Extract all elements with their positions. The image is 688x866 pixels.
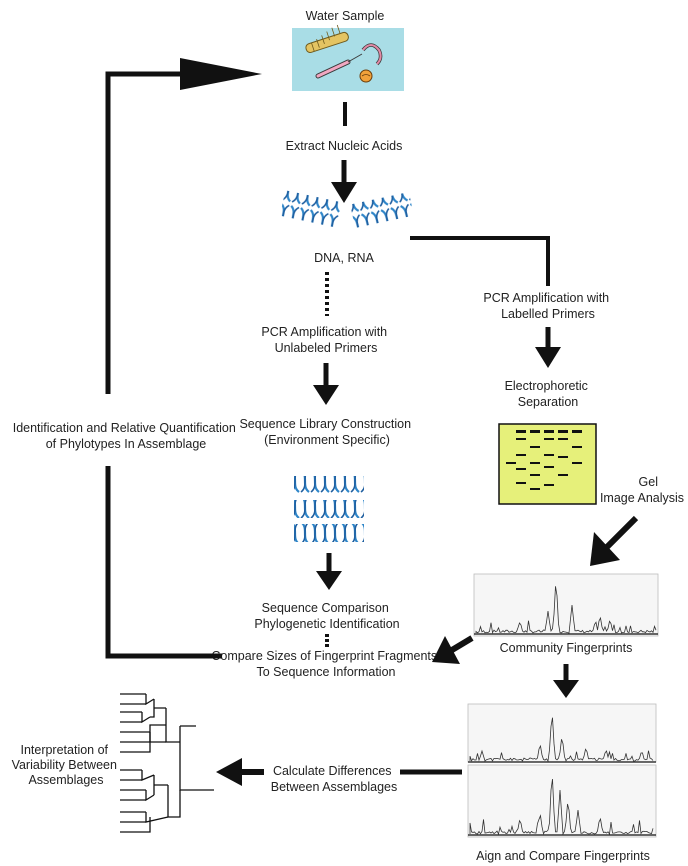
sequence-library-icon [294,476,364,542]
arrow-to-sequence-comparison [316,553,342,590]
arrow-to-electrophoretic [535,327,561,368]
water-sample-icon [292,24,404,91]
feedback-loop-arrow [105,58,262,659]
extract-nucleic-acids-label: Extract Nucleic Acids [286,139,403,153]
dna-helix-icon [279,190,414,228]
sequence-library-label: Sequence Library Construction (Environme… [239,417,414,447]
branch-line-labelled [410,236,550,286]
arrow-to-dendrogram [216,758,264,786]
arrow-gel-to-fingerprint [590,515,639,566]
arrow-to-align [553,664,579,698]
sequence-comparison-label: Sequence Comparison Phylogenetic Identif… [254,601,399,631]
calculate-differences-label: Calculate Differences Between Assemblage… [271,764,397,794]
gel-electrophoresis-icon [498,423,597,505]
interpretation-label: Interpretation of Variability Between As… [12,743,121,787]
dna-rna-label: DNA, RNA [314,251,374,265]
aligned-fingerprints-trace [467,703,657,838]
water-sample-label: Water Sample [306,9,385,23]
community-fingerprints-label: Community Fingerprints [500,641,633,655]
arrow-extract-to-dna [331,160,357,203]
dendrogram-icon [120,693,214,833]
compare-sizes-label: Compare Sizes of Fingerprint Fragments T… [211,649,440,679]
pcr-unlabeled-label: PCR Amplification with Unlabeled Primers [261,325,390,355]
pcr-labelled-label: PCR Amplification with Labelled Primers [483,291,612,321]
arrow-to-sequence-library [313,363,339,405]
align-compare-label: Aign and Compare Fingerprints [476,849,650,863]
community-fingerprint-trace [473,573,659,637]
gel-image-analysis-label: Gel Image Analysis [600,475,684,505]
identification-label: Identification and Relative Quantificati… [13,421,240,451]
electrophoretic-label: Electrophoretic Separation [505,379,592,409]
arrow-fingerprint-to-compare [432,635,474,664]
